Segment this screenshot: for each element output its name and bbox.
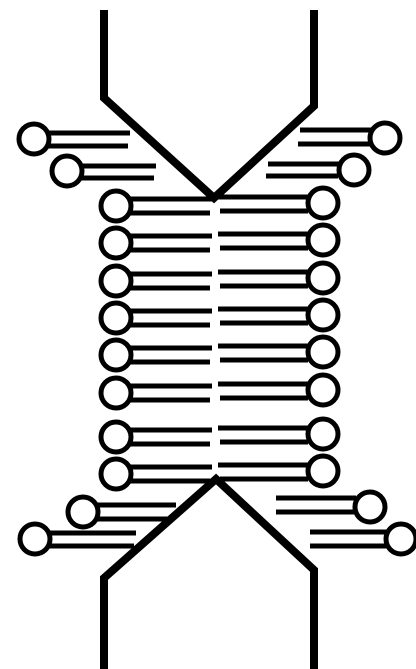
lipid-tails xyxy=(130,274,212,288)
lipid-right-row xyxy=(218,337,338,367)
lipid-left-row xyxy=(101,340,212,370)
lipid-head xyxy=(308,225,338,255)
lipid-tails xyxy=(130,386,212,400)
lipid-tails xyxy=(130,236,212,250)
lipid-tails xyxy=(130,311,212,325)
lipid-head xyxy=(308,188,338,218)
lipid-bottom-right-outer xyxy=(310,524,416,554)
lipid-tails xyxy=(218,428,308,442)
lipid-head xyxy=(308,263,338,293)
lipid-right-row xyxy=(218,419,338,449)
lipid-head xyxy=(308,337,338,367)
lipid-right-row xyxy=(218,188,338,218)
top-funnel-outline xyxy=(104,10,314,198)
lipid-head xyxy=(101,459,131,489)
lipid-head xyxy=(308,300,338,330)
lipid-tails xyxy=(218,465,308,479)
lipid-tails xyxy=(218,346,308,360)
lipid-right-row xyxy=(218,263,338,293)
right-leaflet xyxy=(218,188,338,486)
lipid-tails xyxy=(130,348,212,362)
lipid-tails xyxy=(130,467,212,481)
left-leaflet xyxy=(101,191,212,489)
bottom-flared-lipids xyxy=(20,492,416,554)
lipid-left-row xyxy=(101,228,212,258)
lipid-left-row xyxy=(101,459,212,489)
lipid-bottom-right-inner xyxy=(276,492,385,522)
lipid-tails xyxy=(130,199,212,213)
lipid-head xyxy=(101,340,131,370)
lipid-head xyxy=(101,191,131,221)
lipid-tails xyxy=(218,309,308,323)
lipid-bottom-left-inner xyxy=(68,497,176,527)
lipid-tails xyxy=(218,234,308,248)
lipid-right-row xyxy=(218,300,338,330)
lipid-top-left-outer xyxy=(19,124,130,154)
lipid-tails xyxy=(218,272,308,286)
lipid-head xyxy=(308,419,338,449)
lipid-right-row xyxy=(218,225,338,255)
lipid-right-row xyxy=(218,375,338,405)
lipid-head xyxy=(101,378,131,408)
lipid-tails xyxy=(130,430,212,444)
lipid-right-row xyxy=(218,456,338,486)
top-flared-lipids xyxy=(19,123,400,186)
lipid-head xyxy=(101,303,131,333)
lipid-left-row xyxy=(101,303,212,333)
lipid-head xyxy=(101,422,131,452)
lipid-head xyxy=(101,228,131,258)
lipid-tails xyxy=(218,384,308,398)
lipid-left-row xyxy=(101,191,212,221)
lipid-head xyxy=(308,375,338,405)
lipid-left-row xyxy=(101,378,212,408)
lipid-left-row xyxy=(101,422,212,452)
lipid-top-right-outer xyxy=(298,123,400,153)
lipid-top-left-inner xyxy=(52,156,156,186)
lipid-head xyxy=(101,266,131,296)
lipid-left-row xyxy=(101,266,212,296)
lipid-tails xyxy=(218,197,308,211)
lipid-top-right-inner xyxy=(266,155,369,185)
lipid-head xyxy=(308,456,338,486)
